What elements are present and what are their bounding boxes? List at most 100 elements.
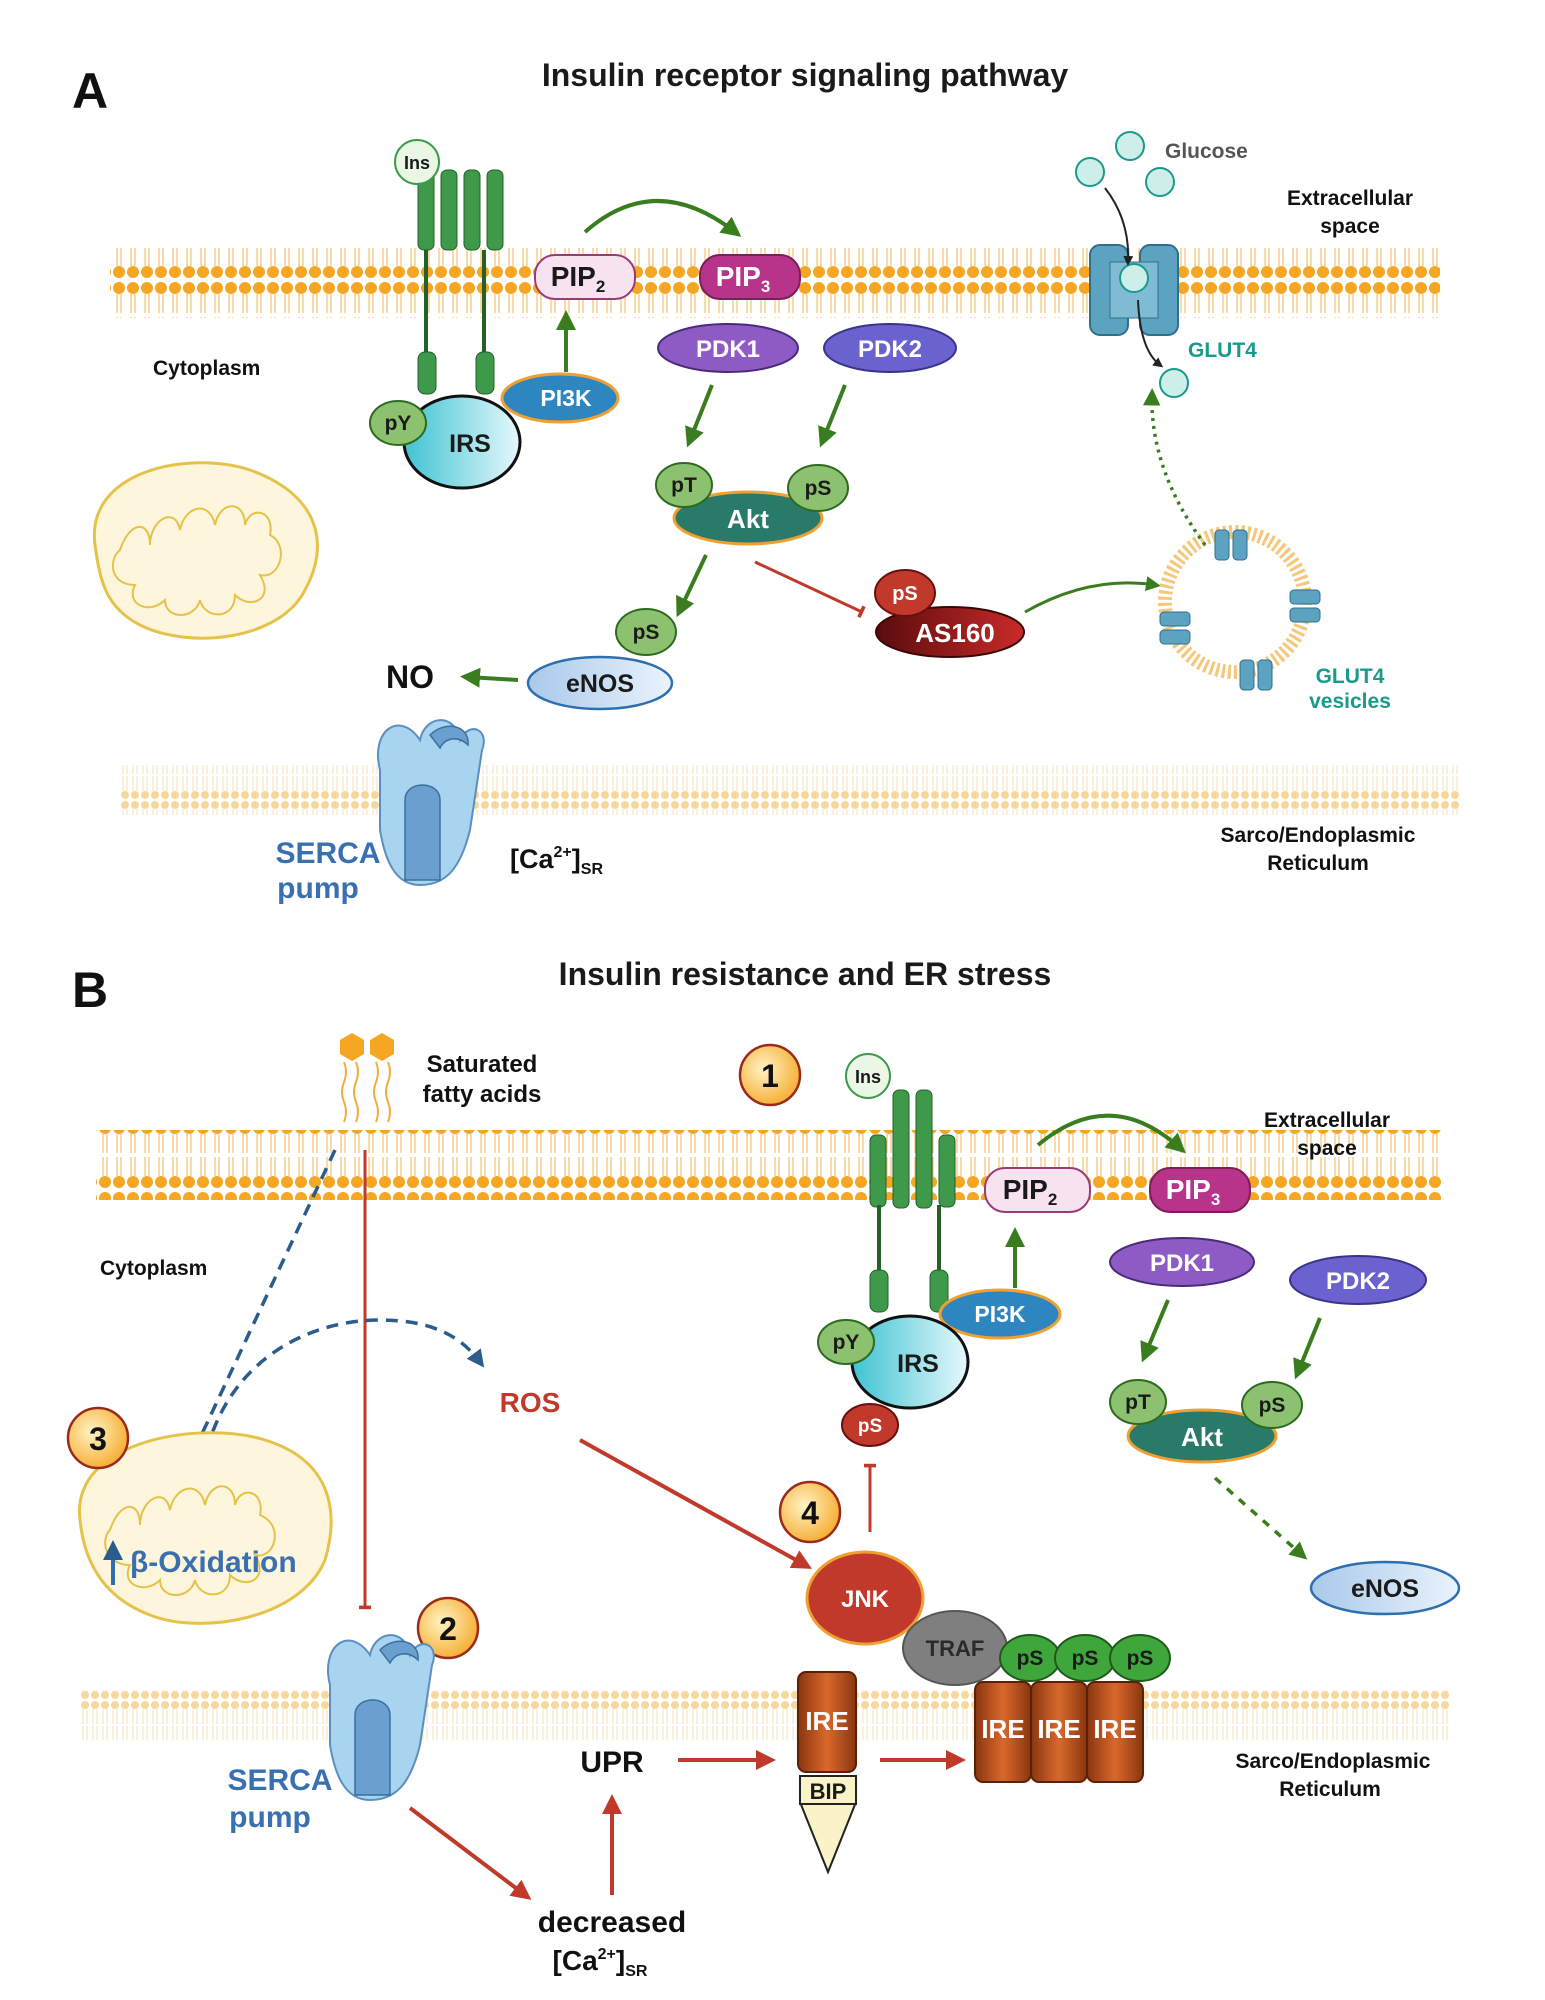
sfa-label-2: fatty acids — [423, 1081, 542, 1108]
irs-label-b: IRS — [897, 1350, 939, 1378]
serca-label-2: pump — [277, 872, 359, 905]
ca-sr-b-label: [Ca2+]SR — [553, 1945, 648, 1980]
ps-as160-node — [874, 569, 936, 617]
pt-node — [655, 462, 713, 508]
jnk-node — [805, 1550, 925, 1646]
pdk2-node-b — [1289, 1255, 1427, 1305]
sr-b-label-2: Reticulum — [1279, 1778, 1381, 1801]
arrow-ros-to-jnk — [579, 1438, 812, 1569]
saturated-fatty-acid-icon — [340, 1033, 394, 1123]
pip2-label-b: PIP2 — [1003, 1174, 1058, 1209]
arrow-akt-to-enos — [676, 554, 708, 618]
ps-ire-label-2: pS — [1072, 1647, 1099, 1670]
glut4-vesicles-label-1: GLUT4 — [1316, 665, 1385, 688]
pt-label-b: pT — [1125, 1391, 1151, 1414]
arrow-vesicle-translocation — [1142, 388, 1207, 547]
ire-oligomer-label-1: IRE — [981, 1714, 1024, 1744]
inhibit-akt-to-as160 — [754, 560, 866, 618]
glut4-label: GLUT4 — [1188, 339, 1257, 362]
beta-oxidation-label: β-Oxidation — [130, 1546, 297, 1579]
glucose-molecule-1 — [1115, 131, 1145, 161]
jnk-label: JNK — [841, 1586, 890, 1613]
svg-text:3: 3 — [89, 1421, 107, 1457]
py-node-b — [817, 1319, 875, 1365]
ps-akt-node-b — [1241, 1381, 1303, 1429]
akt-label-b: Akt — [1181, 1422, 1223, 1452]
ps-enos-node — [615, 608, 677, 656]
pdk2-node — [823, 323, 957, 373]
upr-label: UPR — [580, 1746, 644, 1779]
svg-text:2: 2 — [439, 1611, 457, 1647]
pip3-label: PIP3 — [716, 261, 771, 296]
ire-monomer-label: IRE — [805, 1706, 848, 1736]
svg-text:4: 4 — [801, 1495, 819, 1531]
step-badge-2: 2 — [416, 1596, 480, 1660]
insulin-receptor — [417, 169, 504, 395]
pip3-node-b — [1149, 1167, 1251, 1213]
pi3k-node — [500, 372, 620, 424]
py-label-b: pY — [833, 1331, 860, 1354]
sr-membrane-b — [80, 1690, 1450, 1740]
svg-text:1: 1 — [761, 1058, 779, 1094]
pi3k-node-b — [938, 1288, 1062, 1340]
extracellular-b-label-2: space — [1297, 1137, 1357, 1160]
serca-pump-a — [377, 719, 485, 887]
arrow-mitochondria-to-ros — [198, 1318, 485, 1491]
mitochondrion-a — [92, 461, 319, 640]
pdk1-label: PDK1 — [696, 336, 760, 363]
insulin-ligand-b — [845, 1053, 891, 1099]
panel-a-title: Insulin receptor signaling pathway — [542, 57, 1069, 93]
pdk1-label-b: PDK1 — [1150, 1250, 1214, 1277]
ps-ire-label-3: pS — [1127, 1647, 1154, 1670]
enos-node — [526, 655, 674, 711]
pi3k-label: PI3K — [540, 385, 592, 411]
ps-akt-label: pS — [805, 477, 832, 500]
no-label: NO — [386, 659, 434, 695]
serca-pump-b — [327, 1634, 435, 1802]
akt-label: Akt — [727, 504, 769, 534]
bip-label: BIP — [810, 1779, 847, 1804]
pdk2-label-b: PDK2 — [1326, 1268, 1390, 1295]
as160-node — [875, 606, 1025, 658]
arrow-serca-to-calcium — [408, 1806, 532, 1900]
arrow-pdk2-to-akt — [818, 384, 847, 448]
pip2-label: PIP2 — [551, 261, 606, 296]
py-label: pY — [385, 412, 412, 435]
extracellular-b-label-1: Extracellular — [1264, 1109, 1390, 1132]
ps-akt-label-b: pS — [1259, 1394, 1286, 1417]
glucose-molecule-3 — [1145, 167, 1175, 197]
pdk2-label: PDK2 — [858, 336, 922, 363]
serca-b-label-2: pump — [229, 1801, 311, 1834]
ire-oligomer-unit-3 — [1086, 1681, 1144, 1783]
ire-oligomer-label-2: IRE — [1037, 1714, 1080, 1744]
decreased-label: decreased — [538, 1906, 686, 1939]
pip2-node — [534, 254, 636, 300]
step-badge-4: 4 — [778, 1480, 842, 1544]
arrow-glucose-entry — [1104, 187, 1134, 266]
akt-node-b — [1126, 1408, 1278, 1464]
pt-label: pT — [671, 474, 697, 497]
pdk1-node-b — [1109, 1237, 1255, 1287]
pip3-label-b: PIP3 — [1166, 1174, 1221, 1209]
sr-label-2: Reticulum — [1267, 852, 1369, 875]
glut4-vesicles-label-2: vesicles — [1309, 690, 1391, 713]
pi3k-label-b: PI3K — [974, 1301, 1026, 1327]
step-badge-1: 1 — [738, 1043, 802, 1107]
ca-sr-label: [Ca2+]SR — [510, 844, 603, 878]
pip3-node — [699, 254, 801, 300]
arrow-pip2-to-pip3-b — [1036, 1113, 1186, 1154]
sr-b-label-1: Sarco/Endoplasmic — [1236, 1750, 1431, 1773]
sr-membrane — [120, 765, 1460, 815]
as160-label: AS160 — [915, 618, 995, 648]
panel-b: B Insulin resistance and ER stress Extra… — [66, 956, 1461, 1980]
arrow-akt-to-enos-b — [1213, 1476, 1308, 1560]
arrow-glucose-into-cell — [1137, 299, 1164, 368]
panel-a-letter: A — [72, 63, 108, 119]
ps-ire-label-1: pS — [1017, 1647, 1044, 1670]
glucose-molecule-4 — [1159, 368, 1189, 398]
sfa-label-1: Saturated — [427, 1051, 538, 1078]
ire-oligomer-label-3: IRE — [1093, 1714, 1136, 1744]
insulin-ligand — [394, 139, 440, 185]
sr-label-1: Sarco/Endoplasmic — [1221, 824, 1416, 847]
